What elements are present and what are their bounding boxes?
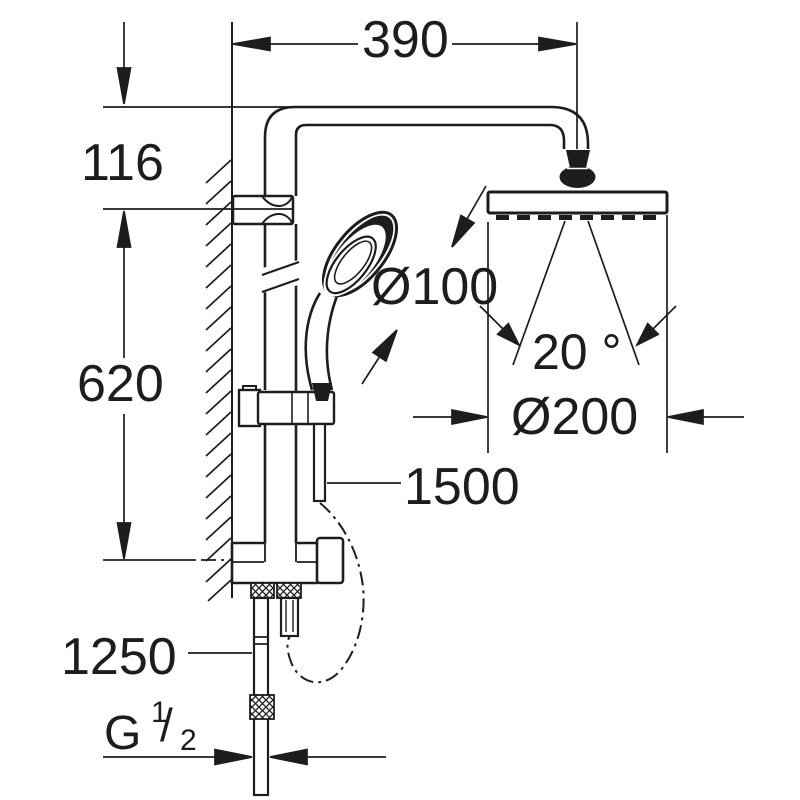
hand-shower bbox=[304, 210, 399, 391]
left-union-nut bbox=[250, 582, 275, 599]
dim-390-label: 390 bbox=[362, 11, 449, 69]
dim-116-label: 116 bbox=[81, 134, 164, 192]
head-shower-disc bbox=[486, 190, 669, 215]
right-union-nut bbox=[276, 582, 302, 599]
thread-denominator-label: 2 bbox=[180, 724, 197, 757]
dim-620-label: 620 bbox=[77, 355, 164, 413]
rail-break bbox=[261, 260, 300, 294]
diverter-body bbox=[230, 536, 345, 638]
head-shower bbox=[486, 150, 669, 366]
hose-nipple bbox=[279, 596, 300, 638]
hand-shower-handle bbox=[305, 280, 344, 390]
dim-1250-label: 1250 bbox=[61, 628, 177, 686]
thread-prefix-label: G bbox=[104, 707, 142, 760]
dim-390 bbox=[232, 36, 577, 52]
dim-100 bbox=[361, 185, 487, 385]
ball-joint bbox=[559, 166, 596, 188]
dim-hand-shower-diameter-label: Ø100 bbox=[371, 258, 499, 316]
wall-hatching bbox=[205, 22, 233, 602]
thread-slash-label: / bbox=[160, 699, 173, 751]
dim-angle bbox=[479, 305, 677, 347]
threaded-adapter bbox=[249, 694, 275, 720]
dim-116 bbox=[116, 22, 132, 105]
spray-lines bbox=[512, 220, 640, 366]
dimension-lines bbox=[103, 22, 744, 766]
hand-shower-head bbox=[321, 210, 399, 298]
slider-holder bbox=[237, 383, 336, 428]
thread-numerator-label: 1 bbox=[151, 696, 168, 729]
shower-rail-and-arm bbox=[263, 105, 590, 543]
supply-pipe bbox=[249, 596, 275, 797]
dim-spray-angle-label: 20 ° bbox=[532, 324, 622, 380]
wall-bracket bbox=[231, 194, 295, 226]
reference-lines bbox=[103, 106, 296, 210]
dim-620 bbox=[103, 210, 231, 561]
dim-200 bbox=[413, 215, 744, 453]
hose-loop bbox=[286, 502, 365, 684]
dim-1500-label: 1500 bbox=[404, 458, 520, 516]
handle-cone-tip bbox=[312, 383, 332, 401]
ball-joint-nut bbox=[566, 150, 590, 168]
dim-head-shower-diameter-label: Ø200 bbox=[511, 388, 639, 446]
shower-hose bbox=[286, 422, 365, 684]
diverter-knob bbox=[315, 536, 345, 585]
dim-thread bbox=[103, 748, 386, 766]
